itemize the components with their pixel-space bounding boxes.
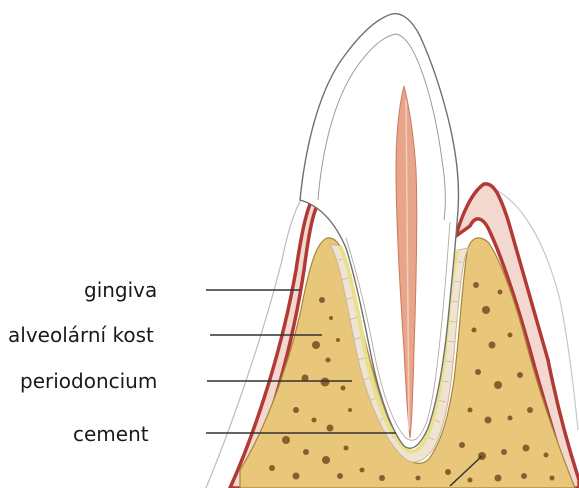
label-gingiva: gingiva — [84, 278, 157, 302]
label-alveolar-bone: alveolární kost — [8, 323, 154, 347]
label-periodontium: periodoncium — [20, 369, 157, 393]
label-cementum: cement — [73, 422, 149, 446]
